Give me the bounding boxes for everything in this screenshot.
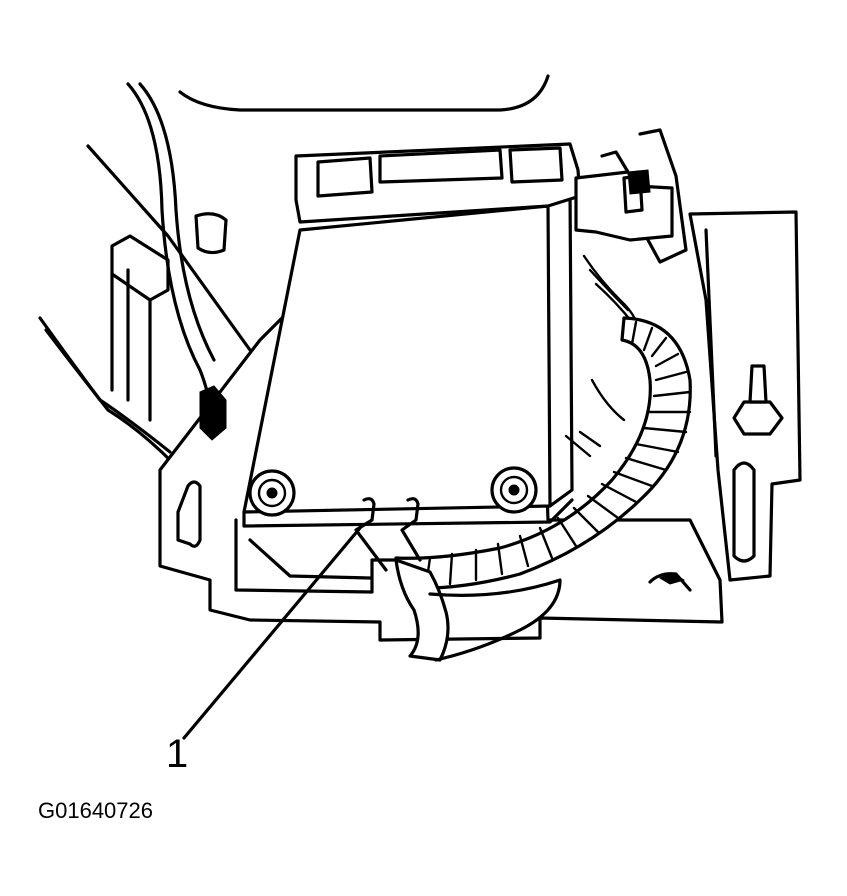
left-bracket-arm bbox=[110, 268, 152, 422]
bracket-left-slot bbox=[176, 480, 202, 548]
harness-wire-4 bbox=[564, 378, 626, 458]
module-bottom-face bbox=[242, 498, 574, 528]
harness-tape-wraps bbox=[424, 320, 692, 588]
bracket-right-tab bbox=[648, 572, 692, 592]
connector-latch bbox=[627, 169, 651, 195]
left-trim-curve-2 bbox=[44, 328, 174, 464]
module-top-frame bbox=[294, 142, 582, 224]
right-stud-shaft bbox=[748, 364, 768, 404]
module-nut-left bbox=[248, 469, 296, 517]
harness-wire-3 bbox=[594, 282, 634, 324]
harness-wire-2 bbox=[588, 268, 630, 312]
left-bracket-post bbox=[110, 234, 170, 302]
retaining-clip-right bbox=[400, 497, 422, 562]
harness-loose-wire bbox=[428, 578, 562, 662]
right-plate-slot bbox=[732, 461, 756, 563]
right-mounting-plate bbox=[688, 210, 802, 582]
retainer-tab bbox=[194, 212, 228, 255]
left-wire-outer bbox=[126, 82, 214, 422]
connector-detail bbox=[600, 128, 688, 264]
inflatable-restraint-module bbox=[242, 204, 552, 514]
right-mounting-stud bbox=[732, 400, 784, 436]
right-plate-inner-edge bbox=[704, 228, 718, 458]
left-stud-highlight bbox=[204, 396, 222, 420]
frame-left-notch bbox=[316, 156, 374, 198]
bracket-front-lip-2 bbox=[248, 538, 372, 580]
dash-panel-edge bbox=[178, 74, 550, 112]
figure-id: G01640726 bbox=[38, 798, 153, 823]
callout-leader-line bbox=[182, 526, 362, 740]
left-trim-diagonal bbox=[86, 144, 252, 352]
module-nut-right bbox=[490, 466, 538, 514]
left-wire-inner bbox=[138, 82, 216, 362]
bracket-right-tab-shadow bbox=[658, 574, 686, 585]
frame-right-notch bbox=[508, 146, 564, 184]
retaining-clip-left bbox=[354, 497, 388, 572]
frame-center-window bbox=[378, 148, 504, 184]
module-side-face bbox=[546, 188, 574, 508]
callout-number: 1 bbox=[166, 732, 189, 776]
